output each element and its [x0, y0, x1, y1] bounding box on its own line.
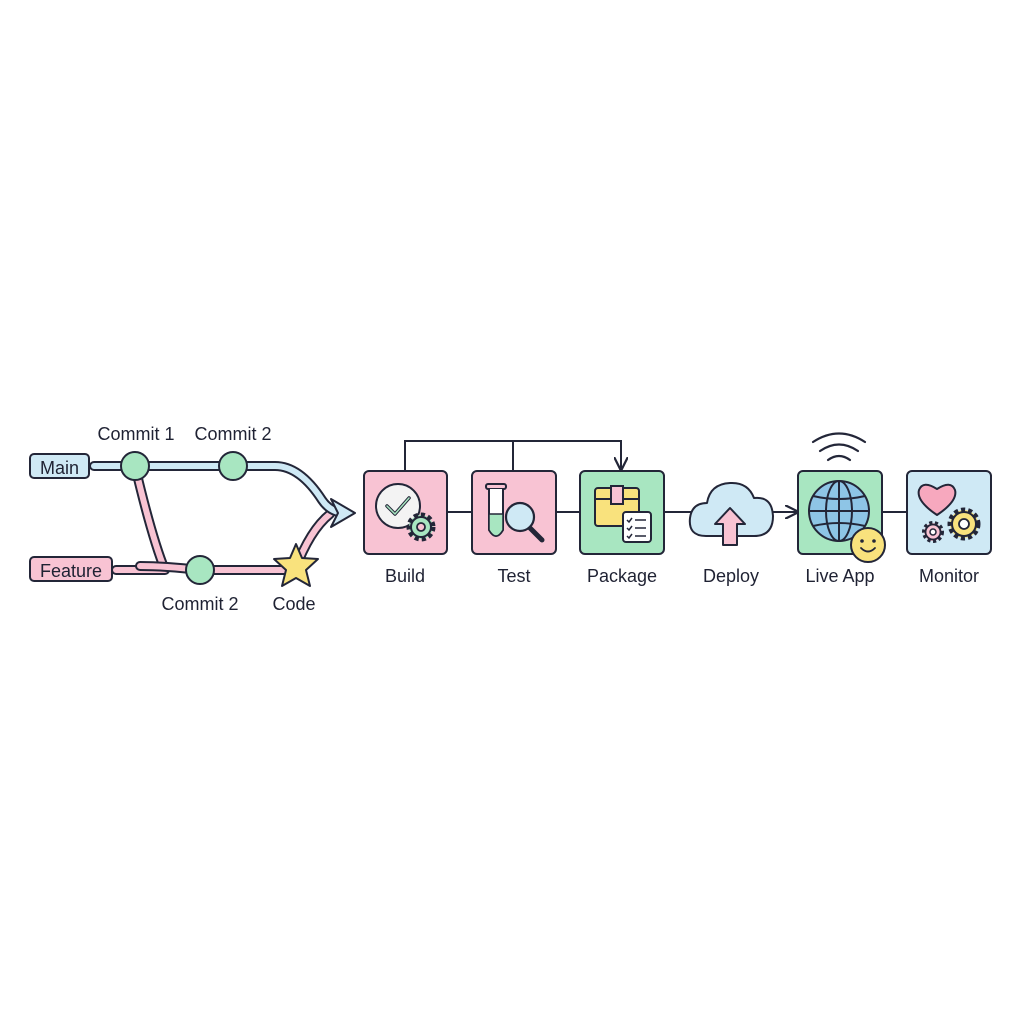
main-branch-label: Main: [29, 453, 91, 479]
wifi-signal-icon: [811, 432, 867, 462]
git-branches: [89, 451, 356, 587]
stage-label-package: Package: [586, 566, 658, 586]
globe-smiley-icon: [808, 480, 886, 563]
heart-gears-icon: [917, 483, 981, 543]
commit-node-main-1: [120, 451, 150, 481]
code-star-icon: [273, 543, 319, 587]
commit-2-main-label: Commit 2: [194, 424, 272, 444]
box-checklist-icon: [594, 485, 652, 543]
stage-deploy: [688, 481, 774, 546]
stage-package: [579, 470, 665, 555]
test-tube-magnifier-icon: [485, 483, 545, 543]
stage-label-test: Test: [497, 566, 531, 586]
check-gear-icon: [375, 483, 436, 542]
stage-build: [363, 470, 448, 555]
stage-monitor: [906, 470, 992, 555]
merge-arrow-icon: [330, 498, 356, 528]
code-label: Code: [272, 594, 316, 614]
stage-label-build: Build: [384, 566, 426, 586]
feature-branch-label: Feature: [29, 556, 114, 582]
pipeline-connectors: [404, 440, 907, 512]
stage-label-live-app: Live App: [805, 566, 875, 586]
commit-1-label: Commit 1: [97, 424, 175, 444]
main-branch-line: [89, 461, 349, 518]
stage-test: [471, 470, 557, 555]
stage-label-monitor: Monitor: [918, 566, 980, 586]
cloud-upload-icon: [688, 481, 774, 546]
commit-node-feature-2: [185, 555, 215, 585]
stage-label-deploy: Deploy: [702, 566, 760, 586]
commit-2-feature-label: Commit 2: [161, 594, 239, 614]
commit-node-main-2: [218, 451, 248, 481]
stage-live-app: [797, 432, 886, 563]
